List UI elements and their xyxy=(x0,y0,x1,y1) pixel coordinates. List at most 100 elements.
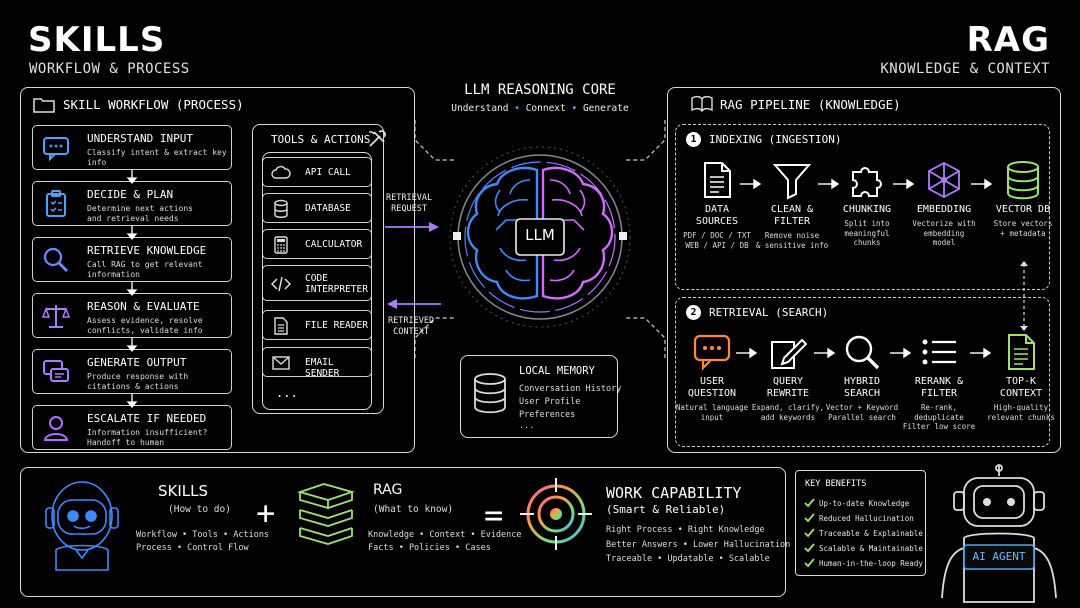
scales-icon xyxy=(41,305,71,328)
work-capability-sub: (Smart & Reliable) xyxy=(606,503,726,516)
node-title: CLEAN & FILTER xyxy=(770,204,814,227)
equation-banner xyxy=(20,467,786,597)
node-desc: Remove noise & sensitive info xyxy=(755,231,829,250)
memory-title: LOCAL MEMORY xyxy=(519,365,595,377)
tools-panel xyxy=(252,124,384,414)
tool-label: FILE READER xyxy=(305,320,368,331)
tool-label: DATABASE xyxy=(305,203,351,214)
clipboard-icon xyxy=(46,190,66,217)
retrieval-section xyxy=(675,297,1050,447)
funnel-icon xyxy=(772,164,812,200)
node-desc: Split into meaningful chunks xyxy=(844,219,890,247)
database-icon xyxy=(1007,161,1039,200)
step-title: DECIDE & PLAN xyxy=(87,188,174,201)
step-title: REASON & EVALUATE xyxy=(87,300,200,313)
benefit-item: Scalable & Maintainable xyxy=(819,544,923,553)
tools-icon xyxy=(369,130,386,147)
indexing-number: 1 xyxy=(686,132,701,147)
bottom-skills-desc: Workflow • Tools • Actions Process • Con… xyxy=(136,530,270,553)
core-title: LLM REASONING CORE xyxy=(464,82,616,98)
pencil-icon xyxy=(771,338,808,369)
core-sub-connext: Connext xyxy=(525,103,566,114)
check-icons xyxy=(804,498,815,568)
work-capability-desc: Right Process • Right Knowledge Better A… xyxy=(606,525,791,564)
step-desc: Information insufficient? Handoff to hum… xyxy=(87,428,208,447)
node-title: VECTOR DB xyxy=(995,204,1051,215)
step-decide-plan: DECIDE & PLAN Determine next actions and… xyxy=(32,181,232,226)
rag-pipeline-title: RAG PIPELINE (KNOWLEDGE) xyxy=(720,97,901,112)
node-user-question: USER QUESTION Natural language input xyxy=(667,332,757,422)
node-chunking: CHUNKING Split into meaningful chunks xyxy=(822,160,912,248)
tool-label: API CALL xyxy=(305,167,351,178)
tool-email-sender[interactable]: EMAIL SENDER xyxy=(262,347,372,379)
bottom-rag-title: RAG xyxy=(373,482,403,498)
node-title: RERANK & FILTER xyxy=(914,376,964,399)
node-title: CHUNKING xyxy=(842,204,892,215)
folder-icon xyxy=(33,98,55,113)
core-sub-generate: Generate xyxy=(582,103,629,114)
rag-pipeline-panel xyxy=(667,87,1061,453)
bottom-skills-sub: (How to do) xyxy=(168,504,231,515)
tool-label: CALCULATOR xyxy=(305,239,363,250)
step-desc: Produce response with citations & action… xyxy=(87,372,189,391)
step-title: GENERATE OUTPUT xyxy=(87,356,187,369)
work-capability-title: WORK CAPABILITY xyxy=(606,484,742,502)
node-desc: Vectorize with embedding model xyxy=(912,219,976,247)
database-icon xyxy=(474,373,506,414)
skills-robot-icon xyxy=(45,481,119,571)
tool-calculator[interactable]: CALCULATOR xyxy=(262,229,372,259)
node-clean-filter: CLEAN & FILTER Remove noise & sensitive … xyxy=(747,160,837,250)
node-desc: Vector + Keyword Parallel search xyxy=(825,403,899,422)
node-title: EMBEDDING xyxy=(916,204,972,215)
retrieval-request-label: RETRIEVAL REQUEST xyxy=(386,193,433,214)
node-title: QUERY REWRITE xyxy=(766,376,810,399)
code-icon xyxy=(271,276,291,292)
tool-api-call[interactable]: API CALL xyxy=(262,157,372,187)
vertical-link-icon xyxy=(1020,261,1028,331)
memory-item: Conversation History xyxy=(519,384,622,394)
equals-sign: = xyxy=(484,496,504,534)
node-vector-db: VECTOR DB Store vectors + metadata xyxy=(978,160,1068,238)
cube-network-icon xyxy=(928,161,960,199)
tools-title: TOOLS & ACTIONS xyxy=(271,133,371,146)
tool-file-reader[interactable]: FILE READER xyxy=(262,310,372,340)
chat-bubble-icon xyxy=(693,334,731,371)
retrieval-number: 2 xyxy=(686,305,701,320)
retrieval-title: RETRIEVAL (SEARCH) xyxy=(709,306,829,319)
rag-subheading: KNOWLEDGE & CONTEXT xyxy=(880,61,1050,77)
calculator-icon xyxy=(274,236,288,254)
workflow-arrows xyxy=(126,170,138,408)
node-hybrid-search: HYBRID SEARCH Vector + Keyword Parallel … xyxy=(817,332,907,422)
node-title: HYBRID SEARCH xyxy=(843,376,881,399)
skills-heading: SKILLS xyxy=(28,20,166,60)
tool-code-interpreter[interactable]: CODE INTERPRETER xyxy=(262,265,372,301)
benefit-item: Traceable & Explainable xyxy=(819,529,923,538)
book-icon xyxy=(691,95,713,113)
skills-subheading: WORKFLOW & PROCESS xyxy=(29,61,190,77)
benefit-item: Human-in-the-loop Ready xyxy=(819,559,923,568)
node-desc: PDF / DOC / TXT WEB / API / DB xyxy=(683,231,751,250)
memory-item: Preferences xyxy=(519,410,576,420)
bottom-rag-desc: Knowledge • Context • Evidence Facts • P… xyxy=(368,530,522,553)
request-arrow-icon xyxy=(385,222,439,232)
tool-database[interactable]: DATABASE xyxy=(262,193,372,223)
step-desc: Assess evidence, resolve conflicts, vali… xyxy=(87,316,203,335)
skill-workflow-panel xyxy=(20,87,415,453)
rag-heading: RAG xyxy=(966,20,1050,60)
document-icon xyxy=(704,162,731,198)
retrieved-context-label: RETRIEVED CONTEXT xyxy=(388,316,435,337)
step-desc: Call RAG to get relevant information xyxy=(87,260,203,279)
node-rerank-filter: RERANK & FILTER Re-rank, deduplicate Fil… xyxy=(894,332,984,432)
target-icon xyxy=(520,478,592,550)
speech-bubbles-icon xyxy=(43,360,69,382)
node-top-k-context: TOP-K CONTEXT High-quality relevant chun… xyxy=(976,332,1066,422)
step-title: RETRIEVE KNOWLEDGE xyxy=(87,244,207,257)
step-understand-input: UNDERSTAND INPUT Classify intent & extra… xyxy=(32,125,232,170)
node-desc: Natural language input xyxy=(675,403,749,422)
node-title: DATA SOURCES xyxy=(695,204,739,227)
core-subtitle: Understand • Connext • Generate xyxy=(451,103,629,114)
node-title: USER QUESTION xyxy=(687,376,737,399)
chat-icon xyxy=(43,137,69,162)
step-title: UNDERSTAND INPUT xyxy=(87,132,193,145)
retrieval-arrows xyxy=(736,347,992,359)
